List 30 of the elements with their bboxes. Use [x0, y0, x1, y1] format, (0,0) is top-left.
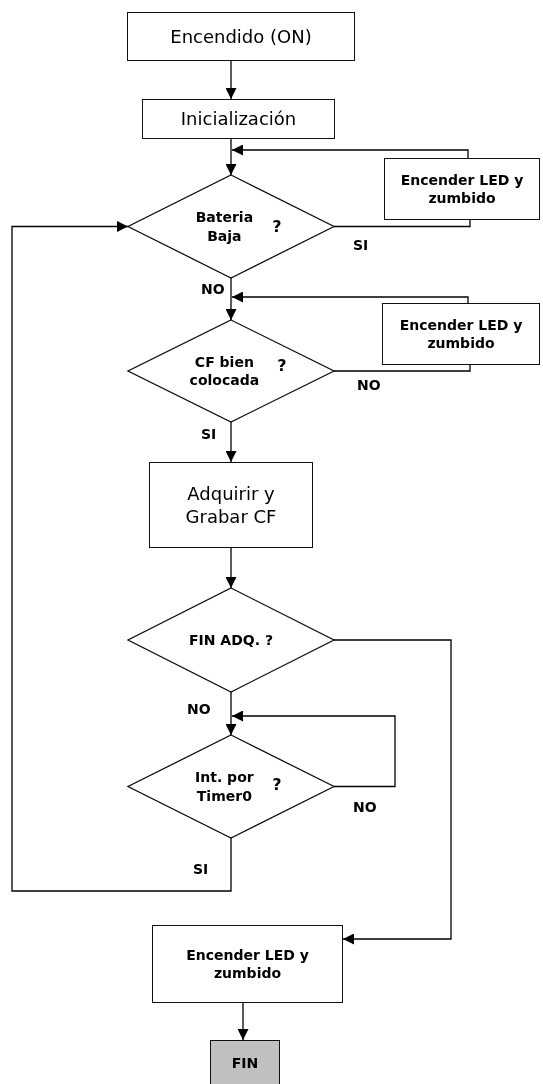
arrow — [237, 1002, 249, 1041]
arrow — [225, 691, 237, 736]
decision-text: FIN ADQ. ? — [187, 630, 274, 650]
decision-diamond — [126, 174, 336, 279]
process-box: Encendido (ON) — [127, 12, 355, 61]
process-box: Adquirir y Grabar CF — [149, 462, 313, 548]
arrow — [225, 421, 237, 463]
question-mark: ? — [277, 355, 287, 375]
arrow — [225, 277, 237, 321]
arrow — [333, 639, 452, 945]
arrow — [11, 221, 232, 892]
decision-diamond — [126, 319, 336, 423]
arrow — [231, 710, 396, 788]
decision-text: Int. por Timer0 — [194, 768, 255, 805]
arrow — [225, 138, 237, 176]
process-box: Encender LED y zumbido — [384, 158, 540, 220]
decision-text: CF bien colocada — [188, 352, 261, 390]
process-box: Encender LED y zumbido — [152, 925, 343, 1003]
question-mark: ? — [272, 217, 282, 236]
decision-diamond — [126, 587, 336, 693]
process-box: Encender LED y zumbido — [382, 303, 540, 365]
question-mark: ? — [272, 775, 282, 794]
decision-diamond — [126, 734, 336, 839]
arrow — [231, 144, 469, 159]
terminator-box: FIN — [210, 1040, 280, 1084]
arrow — [231, 291, 469, 304]
decision-text: Bateria Baja — [194, 208, 255, 245]
arrow — [225, 60, 237, 100]
process-box: Inicialización — [142, 99, 335, 139]
arrow — [225, 547, 237, 589]
